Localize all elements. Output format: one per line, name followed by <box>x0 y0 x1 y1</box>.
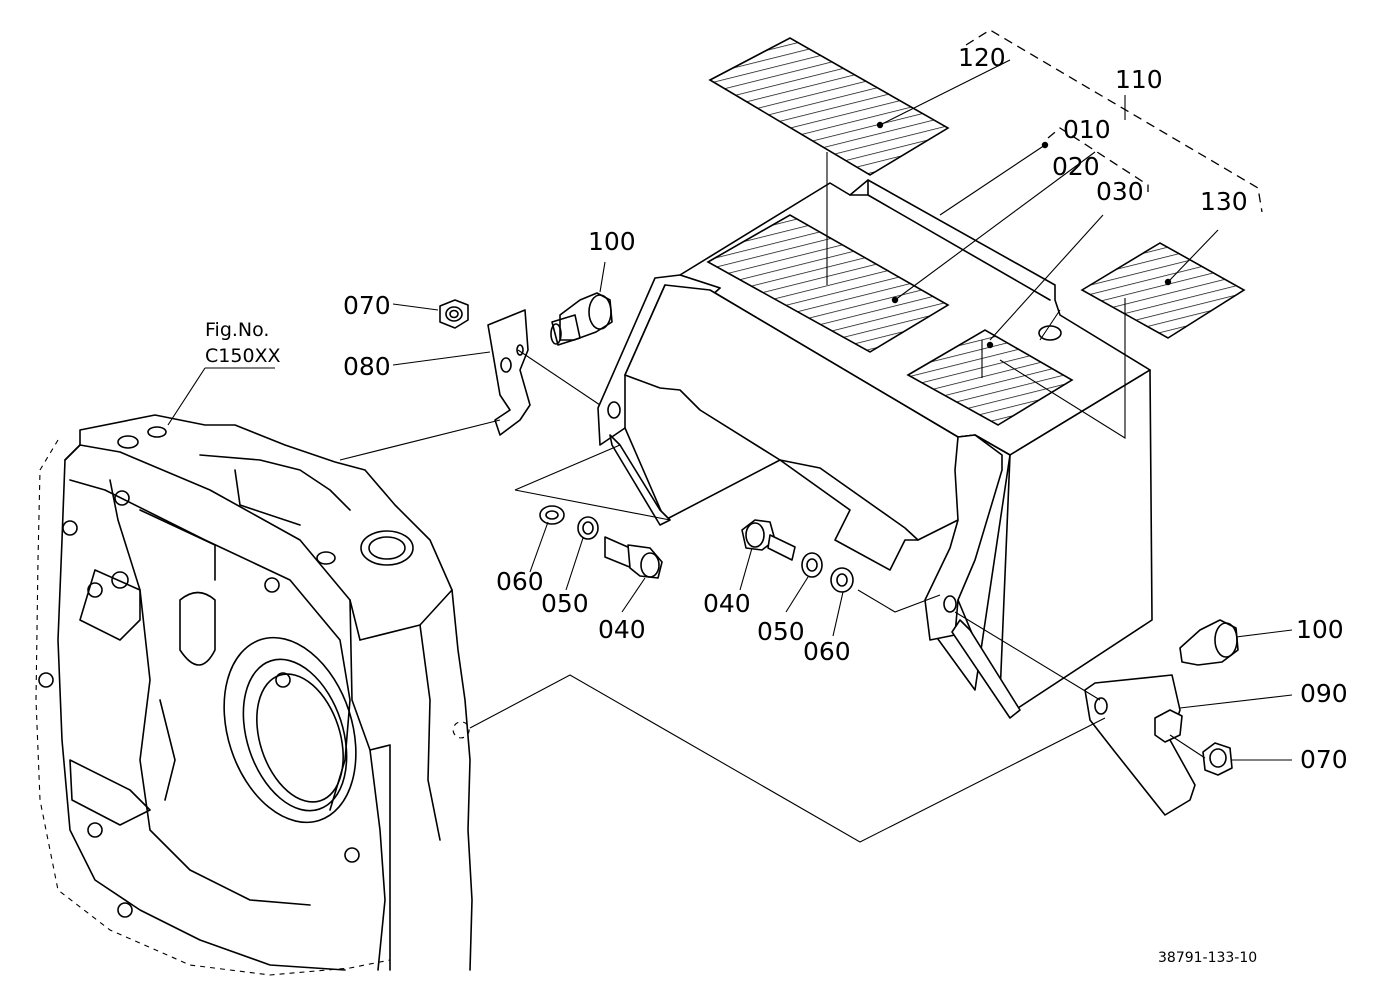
callout-040-left: 040 <box>598 615 646 644</box>
callout-070-left: 070 <box>343 291 391 320</box>
callout-110: 110 <box>1115 65 1163 94</box>
figure-reference: Fig.No. C150XX <box>205 319 281 367</box>
callout-070-right: 070 <box>1300 745 1348 774</box>
cover-assembly <box>597 179 1153 719</box>
callout-labels: 120 110 010 020 030 130 100 070 080 060 … <box>343 43 1348 774</box>
callout-050-left: 050 <box>541 589 589 618</box>
decal-020 <box>706 214 950 353</box>
callout-090: 090 <box>1300 679 1348 708</box>
decal-120 <box>708 37 950 176</box>
decal-030 <box>906 329 1074 426</box>
callout-060-left: 060 <box>496 567 544 596</box>
figure-ref-line2: C150XX <box>205 345 281 367</box>
callout-020: 020 <box>1052 152 1100 181</box>
callout-010: 010 <box>1063 115 1111 144</box>
washer-060-left <box>539 505 565 525</box>
bolt-100-right <box>1179 619 1239 666</box>
callout-130: 130 <box>1200 187 1248 216</box>
decal-130 <box>1080 242 1246 339</box>
bracket-090 <box>1084 674 1196 816</box>
bolt-100-left <box>550 292 613 346</box>
nut-070-right <box>1202 742 1233 776</box>
bolt-040-left <box>604 536 663 579</box>
washer-050-right <box>801 552 823 578</box>
callout-060-right: 060 <box>803 637 851 666</box>
callout-100-right: 100 <box>1296 615 1344 644</box>
callout-120: 120 <box>958 43 1006 72</box>
bolt-040-right <box>741 519 796 561</box>
washer-060-right <box>830 567 854 593</box>
bracket-080 <box>487 309 531 436</box>
figure-ref-line1: Fig.No. <box>205 319 269 341</box>
callout-080: 080 <box>343 352 391 381</box>
leader-lines <box>167 29 1293 843</box>
transmission-housing <box>35 414 473 976</box>
callout-030: 030 <box>1096 177 1144 206</box>
drawing-code: 38791-133-10 <box>1158 950 1257 966</box>
callout-050-right: 050 <box>757 617 805 646</box>
callout-100-left: 100 <box>588 227 636 256</box>
nut-070-left <box>439 299 469 329</box>
washer-050-left <box>577 516 599 540</box>
callout-040-right: 040 <box>703 589 751 618</box>
